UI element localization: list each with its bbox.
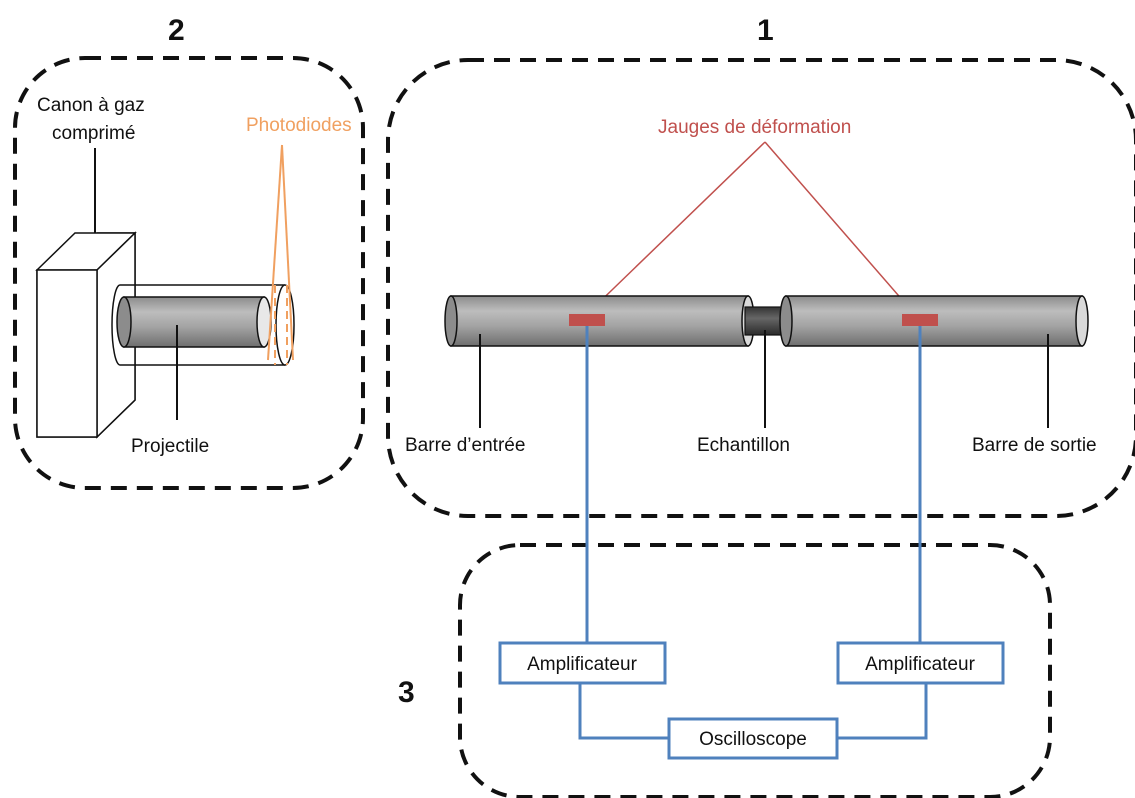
projectile-shape <box>116 296 272 348</box>
zone3-number: 3 <box>398 676 415 709</box>
zone1-border <box>386 58 1135 518</box>
amplifier-left-box <box>498 641 667 685</box>
gauges-label: Jauges de déformation <box>658 117 851 138</box>
oscilloscope-box <box>667 717 839 760</box>
gun-label-line2: comprimé <box>52 123 135 144</box>
zone2-border <box>13 56 365 490</box>
projectile-label: Projectile <box>131 436 209 457</box>
strain-gauge-right <box>902 314 938 326</box>
gauge-leader-lines <box>582 141 919 319</box>
amplifier-right-label: Amplificateur <box>865 654 975 675</box>
zone3-border <box>458 543 1052 798</box>
sample-label: Echantillon <box>697 435 790 456</box>
amplifier-right-box <box>836 641 1005 685</box>
photodiode-beams <box>267 144 294 365</box>
gun-label-line1: Canon à gaz <box>37 95 145 116</box>
signal-wires <box>578 326 928 740</box>
photodiodes-label: Photodiodes <box>246 115 352 136</box>
input-bar-label: Barre d’entrée <box>405 435 525 456</box>
strain-gauge-left <box>569 314 605 326</box>
zone2-number: 2 <box>168 14 185 47</box>
output-bar-label: Barre de sortie <box>972 435 1097 456</box>
zone1-number: 1 <box>757 14 774 47</box>
gas-gun-box <box>35 231 137 439</box>
amplifier-left-label: Amplificateur <box>527 654 637 675</box>
oscilloscope-label: Oscilloscope <box>699 729 807 750</box>
